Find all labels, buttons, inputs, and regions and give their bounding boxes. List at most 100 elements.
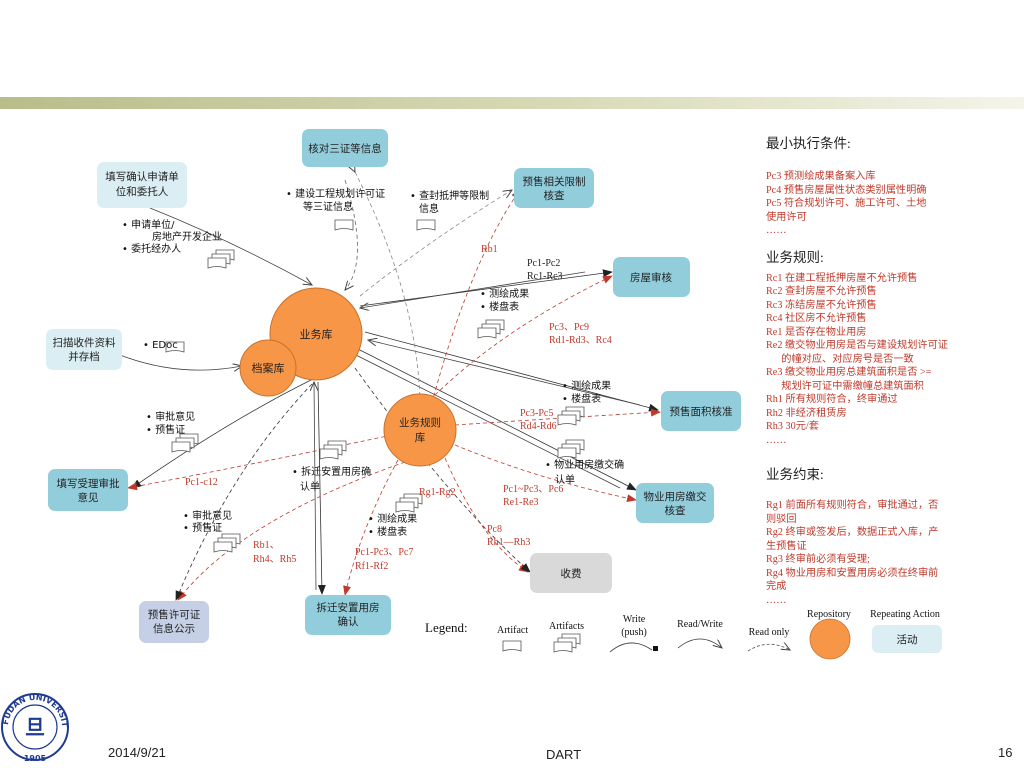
legend-readonly-arrow (747, 644, 790, 652)
rule-line: Re1 是否存在物业用房 (766, 326, 867, 338)
node-property-check (636, 483, 714, 523)
edge-rules-to-publish (177, 461, 406, 601)
artifact-icon (165, 341, 185, 353)
edge-repo-to-publish (175, 383, 313, 601)
legend-write-label: (push) (621, 627, 647, 638)
rule-line: 使用许可 (766, 211, 807, 223)
artifact-labels: • 建设工程规划许可证 等三证信息 • 查封抵押等限制 信息 • 申请单位/ 房… (122, 187, 624, 538)
node-property-check-l1: 物业用房缴交 (644, 490, 707, 503)
artifact-label: • 测绘成果 (562, 379, 611, 392)
node-presale-limit-l2: 核查 (544, 189, 565, 202)
node-relocation-l1: 拆迁安置用房 (317, 601, 380, 614)
artifacts-icon (207, 257, 227, 269)
edge-label: Pc1-c12 (185, 477, 218, 488)
rule-line: Rh2 非经济租赁房 (766, 407, 847, 419)
edge-repo-to-house (359, 269, 613, 307)
edge-apply-to-repo (149, 207, 312, 285)
node-area-approval-label: 预售面积核准 (670, 405, 733, 418)
edge-repo-to-property (349, 344, 637, 491)
node-approval-opinion-l1: 填写受理审批 (57, 477, 120, 490)
artifact-label: • 楼盘表 (368, 525, 407, 538)
edge-label: Rd1-Rd3、Rc4 (549, 335, 612, 346)
artifact-label: • 申请单位/ (122, 218, 175, 231)
node-scan-archive (46, 329, 122, 370)
edge-label: Pc8 (487, 524, 502, 535)
footer-page-number: 16 (998, 745, 1013, 760)
rule-line: …… (766, 434, 787, 446)
edge-label: Pc3、Pc9 (549, 322, 589, 333)
edge-label: Pc3-Pc5 (520, 408, 553, 419)
artifact-label: • 测绘成果 (480, 287, 529, 300)
artifacts-icon (213, 541, 233, 553)
node-presale-limit (514, 168, 594, 208)
node-fill-application-l1: 填写确认申请单 (105, 170, 179, 183)
rule-line: 则驳回 (766, 513, 797, 525)
edge-relocation-to-repo (314, 382, 316, 591)
artifact-label: • 楼盘表 (480, 300, 519, 313)
artifact-icon (334, 219, 354, 231)
edge-repo-to-area (364, 331, 659, 412)
legend-activity-label: 活动 (897, 634, 918, 646)
artifact-label: • 测绘成果 (368, 512, 417, 525)
rule-line: 规划许可证中需缴幢总建筑面积 (766, 380, 924, 392)
rule-line: Rc3 冻结房屋不允许预售 (766, 299, 877, 311)
node-fee-label: 收费 (561, 567, 582, 580)
artifacts-icon (477, 327, 497, 339)
artifact-label: • 预售证 (183, 521, 222, 534)
rule-line: Re2 缴交物业用房是否与建设规划许可证 (766, 340, 948, 351)
edge-rules-to-limit (429, 189, 521, 411)
edge-rules-to-approval (127, 434, 393, 491)
edge-label: Rg1-Rg2 (419, 487, 456, 498)
node-house-audit-label: 房屋审核 (630, 271, 672, 284)
node-area-approval (661, 391, 741, 431)
edge-area-to-repo (368, 340, 641, 406)
repo-rules (383, 393, 457, 467)
edge-property-to-repo (346, 350, 621, 489)
edge-verify-to-repo (345, 179, 358, 290)
artifacts-icon (171, 441, 191, 453)
artifact-label: • 建设工程规划许可证 (286, 187, 385, 200)
header-band (0, 97, 1024, 109)
rule-line: Pc4 预售房屋属性状态类别属性明确 (766, 184, 927, 196)
edge-label: Re1-Re3 (503, 497, 539, 508)
rule-line: Rg1 前面所有规则符合，审批通过，否 (766, 500, 939, 511)
edge-label: Rb1、 (253, 540, 280, 551)
edge-rules-to-house (429, 275, 613, 401)
node-publish-l1: 预售许可证 (148, 608, 201, 621)
artifact-icon (416, 219, 436, 231)
legend: Legend: Artifact Artifacts Write (push) … (425, 609, 942, 660)
legend-write-arrow (609, 642, 653, 653)
logo-seal: 旦 (25, 715, 45, 739)
artifact-label: • 预售证 (146, 423, 185, 436)
rule-line: Rc1 在建工程抵押房屋不允许预售 (766, 272, 918, 284)
artifact-label: • 楼盘表 (562, 392, 601, 405)
node-publish (139, 601, 209, 643)
repositories: 业务库 档案库 业务规则 库 (239, 287, 457, 467)
legend-repeating-label: Repeating Action (870, 609, 940, 620)
legend-readwrite-label: Read/Write (677, 619, 723, 630)
edge-scan-to-archive (119, 354, 242, 370)
edge-label: Rc1-Rc3 (527, 271, 563, 282)
university-logo: FUDAN UNIVERSITY 旦 1905 (0, 0, 69, 763)
artifact-label: • 审批意见 (146, 410, 195, 423)
artifact-icons (165, 219, 585, 553)
rule-line: Rc4 社区房不允许预售 (766, 313, 867, 324)
rule-line: Re3 缴交物业用房总建筑面积是否 >= (766, 367, 932, 378)
repo-business-label: 业务库 (300, 328, 333, 341)
artifacts-icon (557, 447, 577, 459)
business-rules-title: 业务规则: (766, 249, 824, 265)
legend-readwrite-arrow (677, 638, 722, 648)
edge-rules-to-verify (355, 172, 421, 411)
artifacts-icon (319, 448, 339, 460)
node-fee (530, 553, 612, 593)
logo-inner-ring (12, 704, 58, 750)
edge-repo-to-relocation (317, 381, 326, 595)
legend-write-head (653, 646, 658, 651)
edge-repo-to-fee (354, 367, 531, 573)
legend-artifacts-icon (553, 641, 573, 653)
node-house-audit (613, 257, 690, 297)
node-approval-opinion-l2: 意见 (78, 491, 99, 504)
